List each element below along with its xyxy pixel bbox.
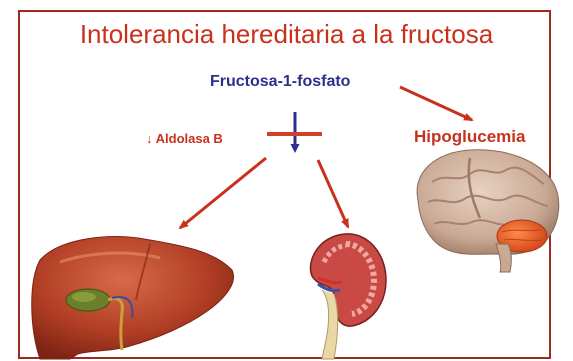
arrow-to-kidney <box>316 159 350 229</box>
brain-illustration <box>416 149 560 273</box>
fructose-1-phosphate-label: Fructosa-1-fosfato <box>210 73 351 90</box>
slide-title: Intolerancia hereditaria a la fructosa <box>79 19 494 49</box>
arrow-to-hypoglycemia <box>399 85 474 122</box>
aldolase-b-label: ↓ Aldolasa B <box>146 131 223 146</box>
liver-illustration <box>31 236 234 360</box>
inhibition-symbol <box>267 112 322 153</box>
arrow-to-liver <box>178 156 267 230</box>
hypoglycemia-label: Hipoglucemia <box>414 127 526 146</box>
kidney-illustration <box>309 233 387 360</box>
